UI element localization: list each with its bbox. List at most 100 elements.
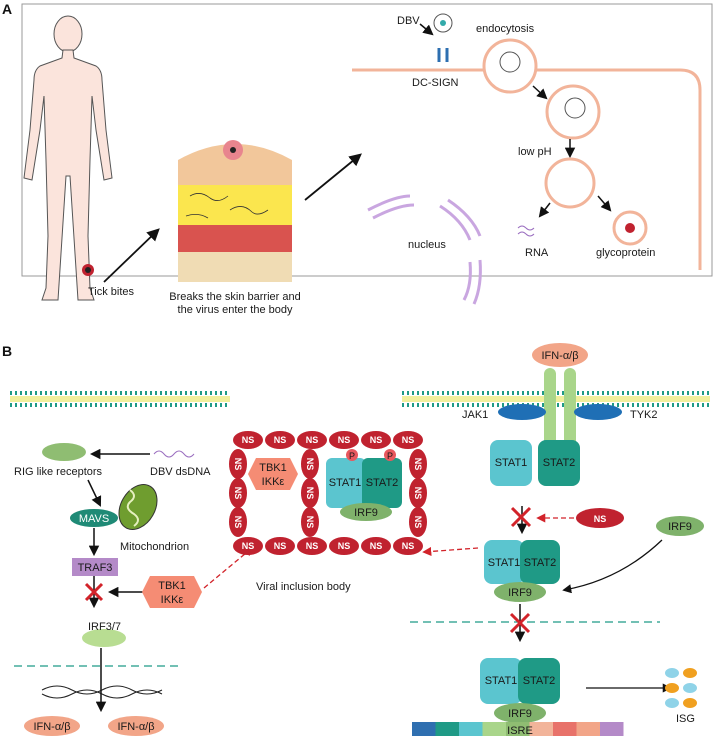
ns-unit xyxy=(233,537,263,555)
ns-unit-label: NS xyxy=(233,458,243,471)
ns-unit-label: NS xyxy=(402,435,415,445)
tyk2-label: TYK2 xyxy=(630,409,658,421)
ns-unit xyxy=(297,431,327,449)
irf9-mid-label: IRF9 xyxy=(508,587,532,599)
block-x-icon-right-top xyxy=(510,506,532,528)
isre-segment xyxy=(529,722,553,736)
ns-unit-label: NS xyxy=(413,458,423,471)
ns-unit-label: NS xyxy=(370,435,383,445)
traf3-box xyxy=(72,558,118,576)
nucleus-label: nucleus xyxy=(408,239,446,251)
mitochondrion-label: Mitochondrion xyxy=(120,541,189,553)
skin-caption-1: Breaks the skin barrier and xyxy=(169,291,300,303)
dna-icon-left-2 xyxy=(41,689,163,699)
ifn-left-2-icon xyxy=(108,716,164,736)
isre-dna-strip xyxy=(412,722,624,736)
viral-inclusion-label: Viral inclusion body xyxy=(256,581,351,593)
stat2-top-label: STAT2 xyxy=(543,457,576,469)
ns-unit-label: NS xyxy=(274,435,287,445)
tbk1-ikke-box-inner xyxy=(248,458,298,490)
stat1-mid-icon xyxy=(484,540,524,584)
irf9-inner-icon xyxy=(340,503,392,521)
mavs-label: MAVS xyxy=(79,513,109,525)
rig-like-receptor-icon xyxy=(42,443,86,461)
arrow-dbv xyxy=(419,23,434,36)
ns-unit-label: NS xyxy=(370,541,383,551)
ns-unit xyxy=(229,449,247,479)
isre-segment xyxy=(553,722,577,736)
skin-cross-section xyxy=(178,140,292,282)
human-silhouette xyxy=(23,15,113,301)
ns-unit-label: NS xyxy=(274,541,287,551)
rna-icon xyxy=(517,225,535,237)
stat2-mid-label: STAT2 xyxy=(524,557,557,569)
ns-unit xyxy=(233,431,263,449)
ns-unit xyxy=(229,478,247,508)
ns-unit-label: NS xyxy=(306,541,319,551)
isre-segment xyxy=(482,722,506,736)
stat2-top-icon xyxy=(538,440,580,486)
isre-segment xyxy=(435,722,459,736)
ns-unit-label: NS xyxy=(233,487,243,500)
irf9-inner-label: IRF9 xyxy=(354,507,378,519)
irf9-mid-icon xyxy=(494,582,546,602)
endosome-1-virion-icon xyxy=(499,51,521,73)
cell-membrane xyxy=(352,68,702,270)
endosome-2-virion-icon xyxy=(564,97,586,119)
stat1-inner-icon xyxy=(326,458,366,508)
jak1-icon xyxy=(498,404,546,420)
dbv-label: DBV xyxy=(397,15,420,27)
stat2-mid-icon xyxy=(520,540,560,584)
p-inner-1-label: P xyxy=(349,451,355,461)
rna-label: RNA xyxy=(525,247,549,259)
irf37-label: IRF3/7 xyxy=(88,621,121,633)
panel-a-frame xyxy=(21,3,713,277)
ns-unit xyxy=(329,537,359,555)
ns-unit-label: NS xyxy=(413,516,423,529)
isre-segment xyxy=(576,722,600,736)
ns-unit xyxy=(301,449,319,479)
ns-unit xyxy=(409,478,427,508)
tbk1-ikke-box-left xyxy=(142,576,202,608)
dbv-virion-icon xyxy=(433,13,453,33)
endocytosis-label: endocytosis xyxy=(476,23,535,35)
ifn-receptor-ligand-icon xyxy=(532,343,588,367)
stat2-bottom-icon xyxy=(518,658,560,704)
glycoprotein-icon xyxy=(625,223,635,233)
irf9-bottom-icon xyxy=(494,703,546,723)
mavs-icon xyxy=(70,509,118,527)
isg-icon xyxy=(665,668,697,708)
stat1-top-icon xyxy=(490,440,532,486)
arrow-irf9-join xyxy=(562,539,663,594)
ifn-top-label: IFN-α/β xyxy=(541,350,578,362)
block-x-icon-right-bottom xyxy=(509,612,531,634)
isre-segment xyxy=(506,722,530,736)
dbv-dsdna-icon xyxy=(153,450,195,458)
isre-segment xyxy=(412,722,436,736)
ns-unit-label: NS xyxy=(305,516,315,529)
panel-b-label: B xyxy=(2,343,12,359)
stat1-bottom-icon xyxy=(480,658,522,704)
ns-unit xyxy=(409,507,427,537)
ns-unit xyxy=(301,507,319,537)
ns-unit xyxy=(301,478,319,508)
panel-a-label: A xyxy=(2,1,12,17)
ns-unit xyxy=(409,449,427,479)
block-x-icon-left xyxy=(84,582,104,602)
ns-unit xyxy=(297,537,327,555)
tyk2-icon xyxy=(574,404,622,420)
ikke-label-left: IKKε xyxy=(161,594,184,606)
ns-unit-label: NS xyxy=(338,541,351,551)
irf37-icon xyxy=(82,629,126,647)
arrow-rig-to-mavs xyxy=(87,479,102,507)
ns-unit xyxy=(393,431,423,449)
ns-unit-label: NS xyxy=(305,458,315,471)
ns-unit-label: NS xyxy=(338,435,351,445)
arrow-endo-1-2 xyxy=(532,85,548,100)
ns-unit-label: NS xyxy=(402,541,415,551)
dna-icon-left xyxy=(41,685,163,695)
glycoprotein-label: glycoprotein xyxy=(596,247,655,259)
stat2-bottom-label: STAT2 xyxy=(523,675,556,687)
